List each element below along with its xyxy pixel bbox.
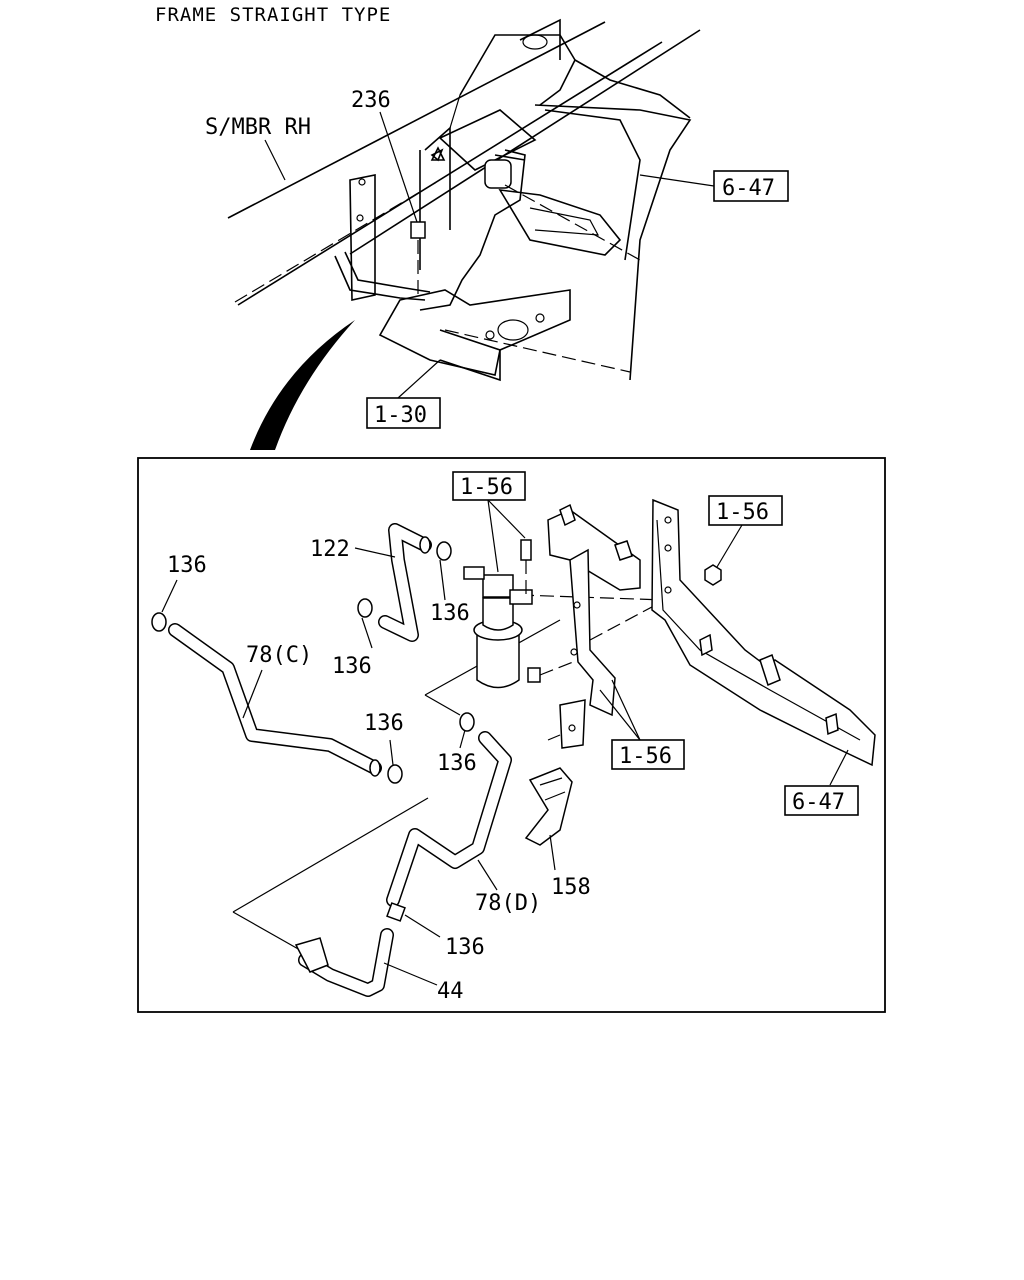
diagram-title: FRAME STRAIGHT TYPE (155, 4, 391, 26)
label-158: 158 (551, 875, 591, 900)
overview-illustration (227, 18, 715, 450)
ref-box-6-47-bottom (784, 785, 859, 816)
label-236: 236 (351, 88, 391, 113)
label-136-d: 136 (437, 751, 477, 776)
ref-1-30: 1-30 (374, 403, 427, 428)
dryer-small (484, 159, 512, 189)
ref-box-1-56-b (708, 495, 783, 526)
hose-78c-end (369, 759, 381, 777)
ref-6-47-top: 6-47 (722, 176, 775, 201)
ref-6-47-bottom: 6-47 (792, 790, 845, 815)
clamp-136-d (459, 712, 475, 732)
ref-box-1-56-a (452, 471, 526, 501)
label-78c: 78(C) (246, 643, 312, 668)
clamp-136-a (151, 612, 167, 632)
clamp-136-b (357, 598, 373, 618)
label-smbr-rh: S/MBR RH (205, 115, 311, 140)
ref-1-56-c: 1-56 (619, 744, 672, 769)
label-44: 44 (437, 979, 464, 1004)
detail-illustration (151, 498, 876, 997)
label-136-f: 136 (445, 935, 485, 960)
mount-bracket (547, 509, 641, 591)
ref-box-1-30 (366, 397, 441, 429)
ref-box-6-47-top (713, 170, 789, 202)
receiver-dryer (476, 631, 520, 689)
label-122: 122 (310, 537, 350, 562)
clamp-136-e (387, 764, 403, 784)
label-78d: 78(D) (475, 891, 541, 916)
label-136-e: 136 (364, 711, 404, 736)
ref-1-56-b: 1-56 (716, 500, 769, 525)
label-136-c: 136 (430, 601, 470, 626)
nut-1-56 (704, 564, 722, 586)
clip-158 (524, 767, 573, 846)
ref-1-56-a: 1-56 (460, 475, 513, 500)
ref-box-1-56-c (611, 739, 685, 770)
frame-rail (651, 498, 876, 767)
detail-frame (137, 457, 886, 1013)
label-136-b: 136 (332, 654, 372, 679)
bolt-236 (410, 221, 426, 239)
clamp-136-f (386, 902, 406, 922)
bolt-1-56 (520, 539, 532, 561)
clamp-136-c (436, 541, 452, 561)
bolt-lower (527, 667, 541, 683)
label-136-a: 136 (167, 553, 207, 578)
curved-arrow (250, 320, 355, 450)
